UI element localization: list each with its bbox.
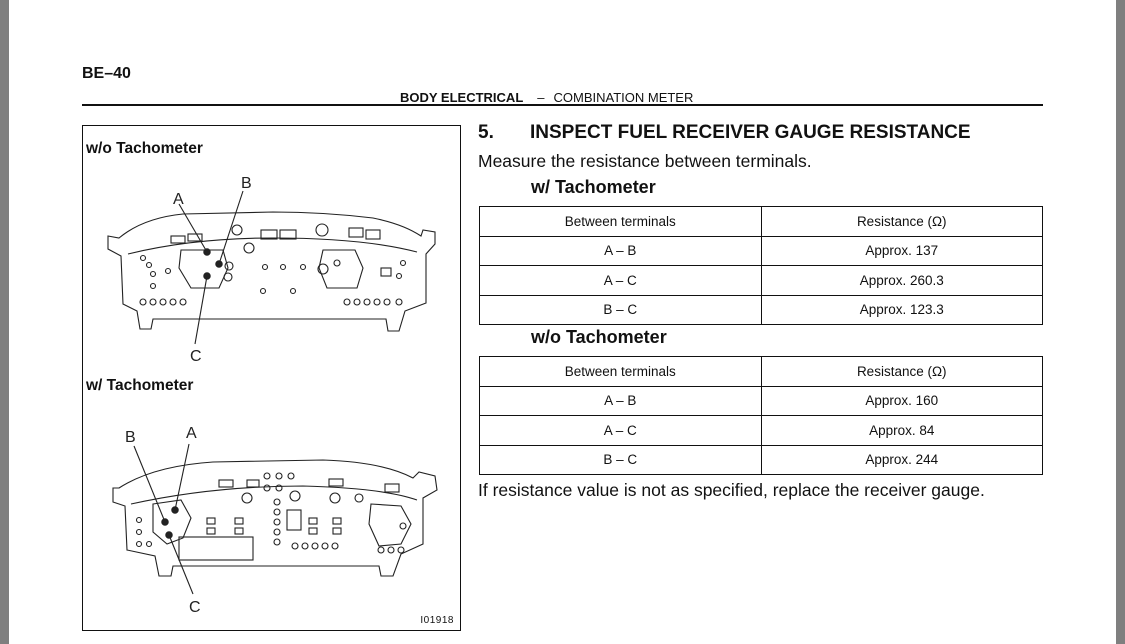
page-number: BE–40 [82, 65, 131, 82]
resistance-table-without-tachometer: Between terminals Resistance (Ω) A – B A… [479, 356, 1043, 475]
label-c-bottom: C [189, 599, 201, 616]
terminals-cell: A – B [479, 385, 762, 416]
manual-page: BE–40 BODY ELECTRICAL–COMBINATION METER … [9, 0, 1116, 644]
resistance-cell: Approx. 137 [760, 235, 1043, 266]
resistance-cell: Approx. 84 [760, 415, 1043, 446]
subsection-title: COMBINATION METER [553, 90, 694, 105]
step-number: 5. [478, 122, 494, 143]
column-header-terminals: Between terminals [479, 206, 762, 237]
resistance-cell: Approx. 160 [760, 385, 1043, 416]
column-header-resistance: Resistance (Ω) [760, 356, 1043, 387]
step-heading: 5. INSPECT FUEL RECEIVER GAUGE RESISTANCE [478, 122, 971, 144]
table-row: A – B Approx. 160 [479, 385, 1043, 416]
label-a-top: A [173, 191, 184, 208]
terminals-cell: B – C [479, 444, 762, 475]
figure-code: I01918 [420, 615, 454, 626]
resistance-cell: Approx. 244 [760, 444, 1043, 475]
page-header: BODY ELECTRICAL–COMBINATION METER [82, 90, 1043, 106]
table-header-row: Between terminals Resistance (Ω) [479, 206, 1043, 237]
terminals-cell: B – C [479, 294, 762, 325]
terminals-cell: A – B [479, 235, 762, 266]
meter-board-with-tachometer [112, 443, 438, 595]
resistance-cell: Approx. 123.3 [760, 294, 1043, 325]
label-c-top: C [190, 348, 202, 365]
step-title: INSPECT FUEL RECEIVER GAUGE RESISTANCE [530, 122, 971, 143]
table-heading-without-tachometer: w/o Tachometer [531, 327, 667, 347]
figure-title-without-tachometer: w/o Tachometer [86, 140, 203, 157]
resistance-cell: Approx. 260.3 [760, 265, 1043, 296]
table-row: A – B Approx. 137 [479, 235, 1043, 266]
table-row: A – C Approx. 84 [479, 415, 1043, 446]
figure-title-with-tachometer: w/ Tachometer [86, 377, 194, 394]
label-b-top: B [241, 175, 252, 192]
header-text: BODY ELECTRICAL–COMBINATION METER [400, 90, 693, 105]
label-b-bottom: B [125, 429, 136, 446]
terminals-cell: A – C [479, 265, 762, 296]
table-heading-with-tachometer: w/ Tachometer [531, 177, 656, 197]
meter-board-without-tachometer [107, 190, 436, 345]
label-a-bottom: A [186, 425, 197, 442]
terminals-cell: A – C [479, 415, 762, 446]
replacement-note: If resistance value is not as specified,… [478, 480, 985, 500]
table-row: B – C Approx. 244 [479, 444, 1043, 475]
section-title: BODY ELECTRICAL [400, 90, 524, 105]
meter-illustration: w/o Tachometer w/ Tachometer [82, 125, 461, 631]
resistance-table-with-tachometer: Between terminals Resistance (Ω) A – B A… [479, 206, 1043, 325]
meter-drawings: A B C A B C [107, 175, 438, 616]
table-header-row: Between terminals Resistance (Ω) [479, 356, 1043, 387]
column-header-resistance: Resistance (Ω) [760, 206, 1043, 237]
header-separator: – [537, 90, 545, 105]
table-row: B – C Approx. 123.3 [479, 294, 1043, 325]
column-header-terminals: Between terminals [479, 356, 762, 387]
table-row: A – C Approx. 260.3 [479, 265, 1043, 296]
step-instruction: Measure the resistance between terminals… [478, 151, 812, 171]
